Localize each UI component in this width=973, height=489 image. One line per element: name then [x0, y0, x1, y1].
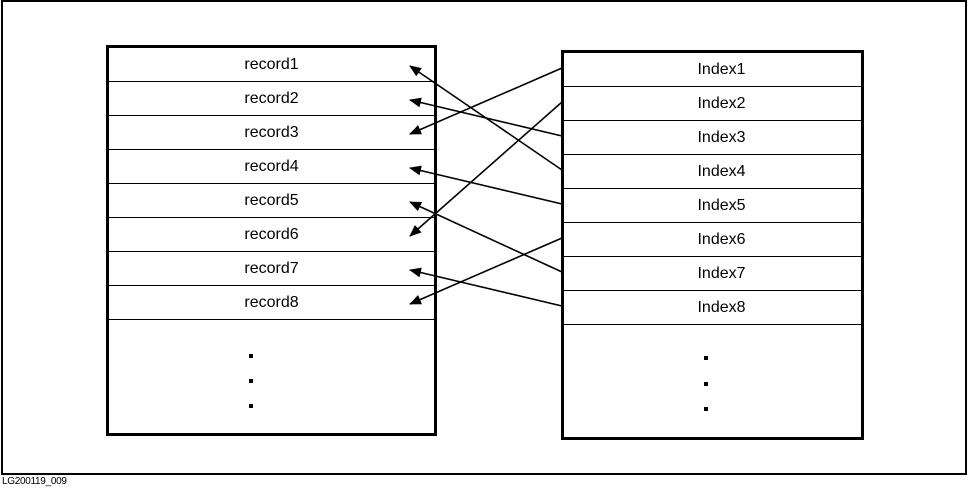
index-label: Index4	[697, 162, 746, 180]
record-row: record8	[109, 286, 434, 320]
index-row: Index5	[564, 189, 861, 223]
record-row: record4	[109, 150, 434, 184]
record-row: record7	[109, 252, 434, 286]
index-row: Index3	[564, 121, 861, 155]
mapping-arrow	[409, 101, 563, 237]
records-table: record1 record2 record3 record4 record5 …	[106, 45, 437, 436]
record-label: record2	[244, 89, 299, 107]
continuation-dot	[249, 404, 253, 408]
index-table: Index1 Index2 Index3 Index4 Index5 Index…	[561, 50, 864, 440]
continuation-dot	[704, 356, 708, 360]
record-label: record4	[244, 157, 299, 175]
index-row: Index2	[564, 87, 861, 121]
record-row: record3	[109, 116, 434, 150]
mapping-arrow	[409, 237, 563, 305]
record-row: record2	[109, 82, 434, 116]
index-label: Index6	[697, 230, 746, 248]
index-label: Index3	[697, 128, 746, 146]
continuation-dot	[249, 379, 253, 383]
index-label: Index5	[697, 196, 746, 214]
continuation-dot	[249, 354, 253, 358]
index-row: Index1	[564, 53, 861, 87]
index-label: Index1	[697, 60, 746, 78]
record-label: record3	[244, 123, 299, 141]
index-row: Index6	[564, 223, 861, 257]
figure-caption: LG200119_009	[2, 476, 67, 487]
mapping-arrow	[409, 65, 563, 171]
mapping-arrow	[409, 67, 563, 135]
index-row: Index7	[564, 257, 861, 291]
record-row: record5	[109, 184, 434, 218]
record-row: record1	[109, 48, 434, 82]
record-label: record7	[244, 259, 299, 277]
record-row: record6	[109, 218, 434, 252]
index-label: Index7	[697, 264, 746, 282]
mapping-arrow	[409, 165, 563, 205]
record-label: record8	[244, 293, 299, 311]
mapping-arrow	[409, 201, 563, 273]
index-label: Index2	[697, 94, 746, 112]
index-label: Index8	[697, 298, 746, 316]
mapping-arrow	[409, 267, 563, 307]
continuation-dot	[704, 382, 708, 386]
index-row: Index8	[564, 291, 861, 325]
continuation-dot	[704, 407, 708, 411]
index-row: Index4	[564, 155, 861, 189]
record-label: record6	[244, 225, 299, 243]
diagram-frame	[1, 0, 967, 475]
record-label: record1	[244, 55, 299, 73]
record-label: record5	[244, 191, 299, 209]
